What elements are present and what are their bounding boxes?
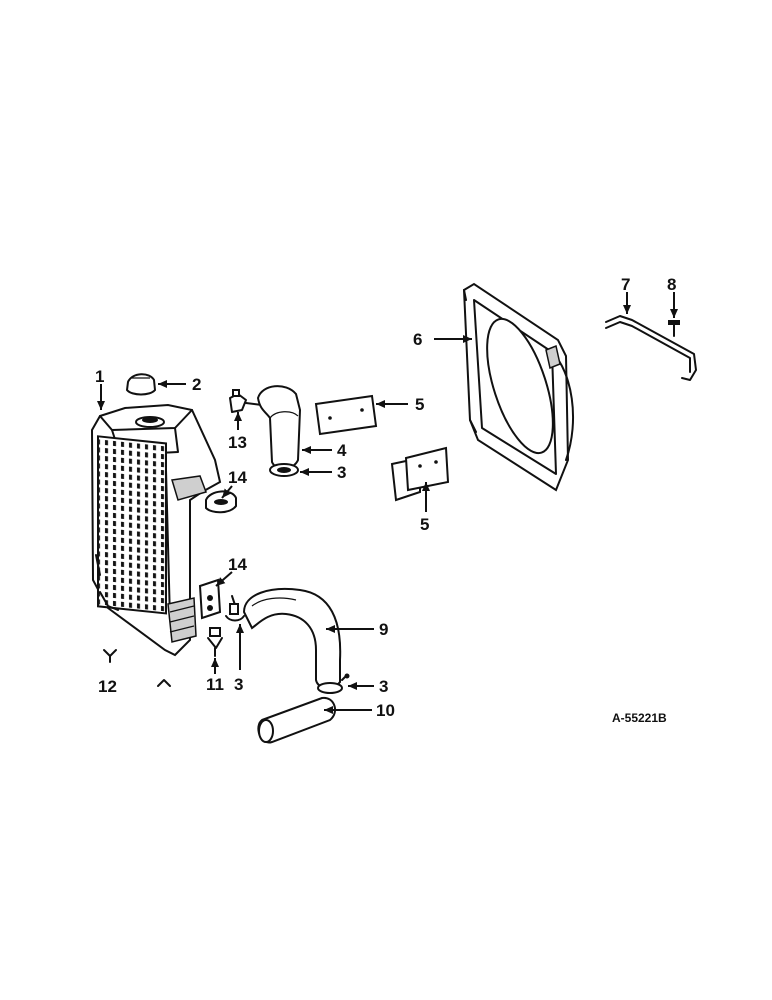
- baffle-plate-lower: [390, 446, 450, 502]
- upper-hose-clamp: [269, 463, 299, 477]
- cap-screw: [668, 320, 680, 337]
- callout-labels: 1 2 13 4 3 5 5 6 7 8 14 14 9 3 10 3 11 1…: [95, 275, 676, 720]
- lower-hose-clamp: [317, 673, 350, 694]
- radiator: [90, 403, 222, 657]
- callout-6: 6: [413, 330, 422, 349]
- drain-cock: [207, 627, 223, 657]
- straight-hose: [257, 696, 337, 744]
- baffle-plate-upper: [314, 394, 378, 436]
- callout-10: 10: [376, 701, 395, 720]
- callout-3-fitting: 3: [234, 675, 243, 694]
- callout-3-upper: 3: [337, 463, 346, 482]
- callout-2: 2: [192, 375, 201, 394]
- support-rod: [605, 315, 697, 381]
- callout-5-lower: 5: [420, 515, 429, 534]
- upper-hose: [256, 385, 302, 470]
- callout-14-lower: 14: [228, 555, 247, 574]
- callout-13: 13: [228, 433, 247, 452]
- callout-3-lower: 3: [379, 677, 388, 696]
- lower-hose: [242, 588, 342, 689]
- callout-7: 7: [621, 275, 630, 294]
- upper-outlet-fitting: [229, 389, 263, 413]
- callout-14-upper: 14: [228, 468, 247, 487]
- callout-12: 12: [98, 677, 117, 696]
- radiator-cap: [125, 373, 157, 396]
- callout-1: 1: [95, 367, 104, 386]
- callout-5-upper: 5: [415, 395, 424, 414]
- drawing-reference-number: A-55221B: [612, 711, 667, 725]
- leader-lines: [97, 292, 678, 714]
- upper-bracket: [205, 490, 237, 514]
- fan-shroud: [462, 282, 575, 492]
- callout-9: 9: [379, 620, 388, 639]
- callout-11: 11: [206, 675, 224, 694]
- lower-bracket: [198, 578, 222, 620]
- callout-4: 4: [337, 441, 347, 460]
- lower-fitting-clamp: [225, 595, 245, 622]
- callout-8: 8: [667, 275, 676, 294]
- mounting-hardware: [103, 649, 171, 687]
